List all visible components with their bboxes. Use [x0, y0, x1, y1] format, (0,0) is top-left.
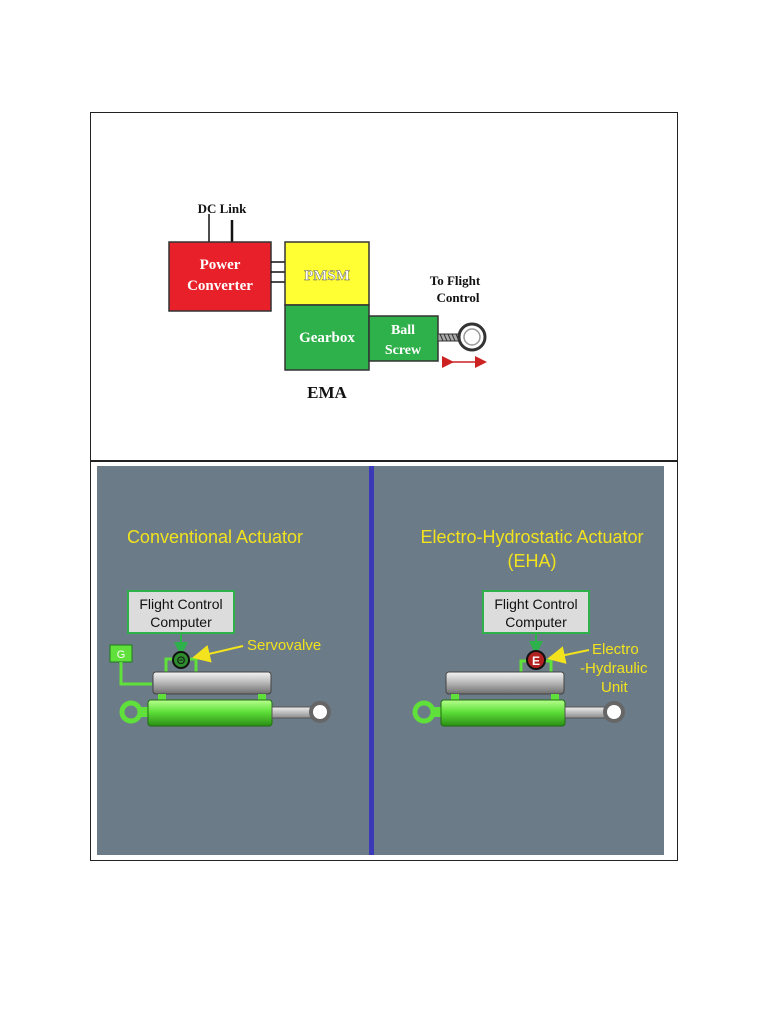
manifold-port-left [158, 694, 166, 700]
power-converter-label-2: Converter [187, 278, 253, 294]
conventional-piston-rod [271, 706, 313, 719]
conventional-title: Conventional Actuator [127, 527, 303, 547]
eha-fcc-label-1: Flight Control [494, 596, 577, 612]
ball-screw-label-2: Screw [385, 343, 422, 358]
electro-hydraulic-unit-glyph: E [532, 654, 540, 668]
electro-hydraulic-unit-symbol [526, 650, 546, 670]
hydraulic-supply-line [119, 662, 152, 686]
ball-screw-label-1: Ball [391, 323, 415, 338]
power-converter-label-1: Power [200, 257, 241, 273]
eha-unit-label-1: Electro [592, 641, 639, 658]
manifold-port-right [258, 694, 266, 700]
actuator-comparison-panel: Conventional Actuator Flight Control Com… [97, 466, 664, 855]
eha-rod-end-eye [603, 701, 625, 723]
gearbox-label: Gearbox [299, 330, 355, 346]
pmsm-label: PMSM [304, 268, 350, 284]
screw-thread [439, 333, 460, 342]
servovalve-glyph: Θ [177, 655, 186, 667]
servovalve-pointer-arrow [192, 645, 244, 663]
g-supply-label: G [117, 649, 126, 661]
eha-port-right [551, 694, 559, 700]
conventional-actuator-section: Conventional Actuator Flight Control Com… [109, 527, 331, 727]
servovalve-label: Servovalve [247, 637, 321, 654]
eha-manifold-cylinder [445, 671, 565, 695]
eha-unit-pointer-arrow [547, 646, 590, 664]
eha-main-cylinder [440, 699, 566, 727]
ema-caption: EMA [307, 383, 347, 402]
to-flight-label-2: Control [436, 290, 479, 305]
eha-unit-label-2: -Hydraulic [580, 660, 648, 677]
conventional-rod-end-eye [309, 701, 331, 723]
conventional-main-cylinder [147, 699, 273, 727]
conventional-mount-stub [138, 707, 150, 717]
servovalve-symbol [172, 651, 190, 669]
eha-fcc-box [482, 590, 590, 634]
dc-link-label: DC Link [198, 201, 248, 216]
section-divider [91, 460, 677, 462]
eha-mount-stub [431, 707, 443, 717]
conventional-fcc-label-1: Flight Control [139, 596, 222, 612]
to-flight-label-1: To Flight [430, 273, 481, 288]
power-converter-block [168, 241, 272, 312]
eha-port-left [451, 694, 459, 700]
conventional-manifold-cylinder [152, 671, 272, 695]
eha-title-2: (EHA) [508, 551, 557, 571]
panel-divider [369, 466, 374, 855]
conventional-fcc-label-2: Computer [150, 614, 212, 630]
eha-piston-rod [564, 706, 608, 719]
rod-end-eye-inner [463, 328, 481, 346]
eha-title-1: Electro-Hydrostatic Actuator [420, 527, 643, 547]
eha-unit-label-3: Unit [601, 679, 629, 696]
eha-fcc-label-2: Computer [505, 614, 567, 630]
eha-section: Electro-Hydrostatic Actuator (EHA) Fligh… [412, 527, 648, 727]
ema-diagram: DC Link Power Converter PMSM Gearbox Bal… [168, 201, 487, 402]
